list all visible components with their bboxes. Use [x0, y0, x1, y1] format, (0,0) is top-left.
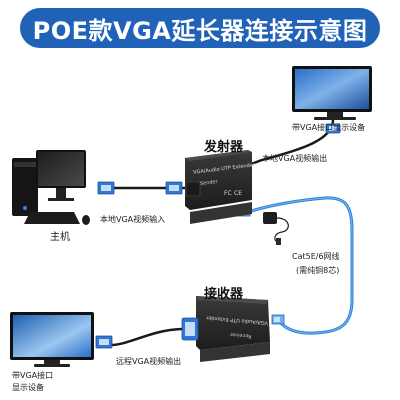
- monitor-icon: [36, 150, 86, 201]
- bottom-display-caption-line1: 带VGA接口: [12, 371, 54, 380]
- host-label: 主机: [50, 232, 70, 243]
- local-vga-output-label: 本地VGA视频输出: [262, 154, 328, 163]
- bottom-display-caption-line2: 显示设备: [12, 383, 44, 392]
- cable-note-label: (需纯铜8芯): [296, 266, 340, 275]
- monitor-icon: [292, 66, 372, 120]
- receiver-label: 接收器: [204, 287, 244, 302]
- transmitter-fc-mark: FC: [224, 190, 232, 197]
- monitor-icon: [10, 312, 94, 367]
- title-banner: POE款VGA延长器连接示意图: [20, 8, 380, 48]
- transmitter-label: 发射器: [204, 140, 244, 155]
- local-vga-input-label: 本地VGA视频输入: [100, 215, 166, 224]
- top-display-caption: 带VGA接口显示设备: [292, 123, 366, 132]
- receiver-box: [181, 296, 270, 362]
- transmitter-ce-mark: CE: [234, 190, 242, 197]
- remote-vga-output-label: 远程VGA视频输出: [116, 357, 182, 366]
- mouse-icon: [82, 215, 90, 225]
- vga-connector-icon: [165, 181, 183, 195]
- vga-connector-icon: [97, 181, 115, 195]
- vga-cable: [109, 327, 183, 347]
- keyboard-icon: [24, 212, 80, 224]
- diagram-title: POE款VGA延长器连接示意图: [32, 16, 368, 45]
- vga-connector-icon: [95, 335, 113, 349]
- transmitter-box: [185, 150, 252, 224]
- power-adapter-icon: [263, 212, 289, 245]
- pc-tower-icon: [12, 158, 38, 216]
- vga-connector-icon: [325, 123, 341, 134]
- rj45-connector-icon: [271, 314, 285, 325]
- cable-spec-label: Cat5E/6网线: [292, 252, 340, 261]
